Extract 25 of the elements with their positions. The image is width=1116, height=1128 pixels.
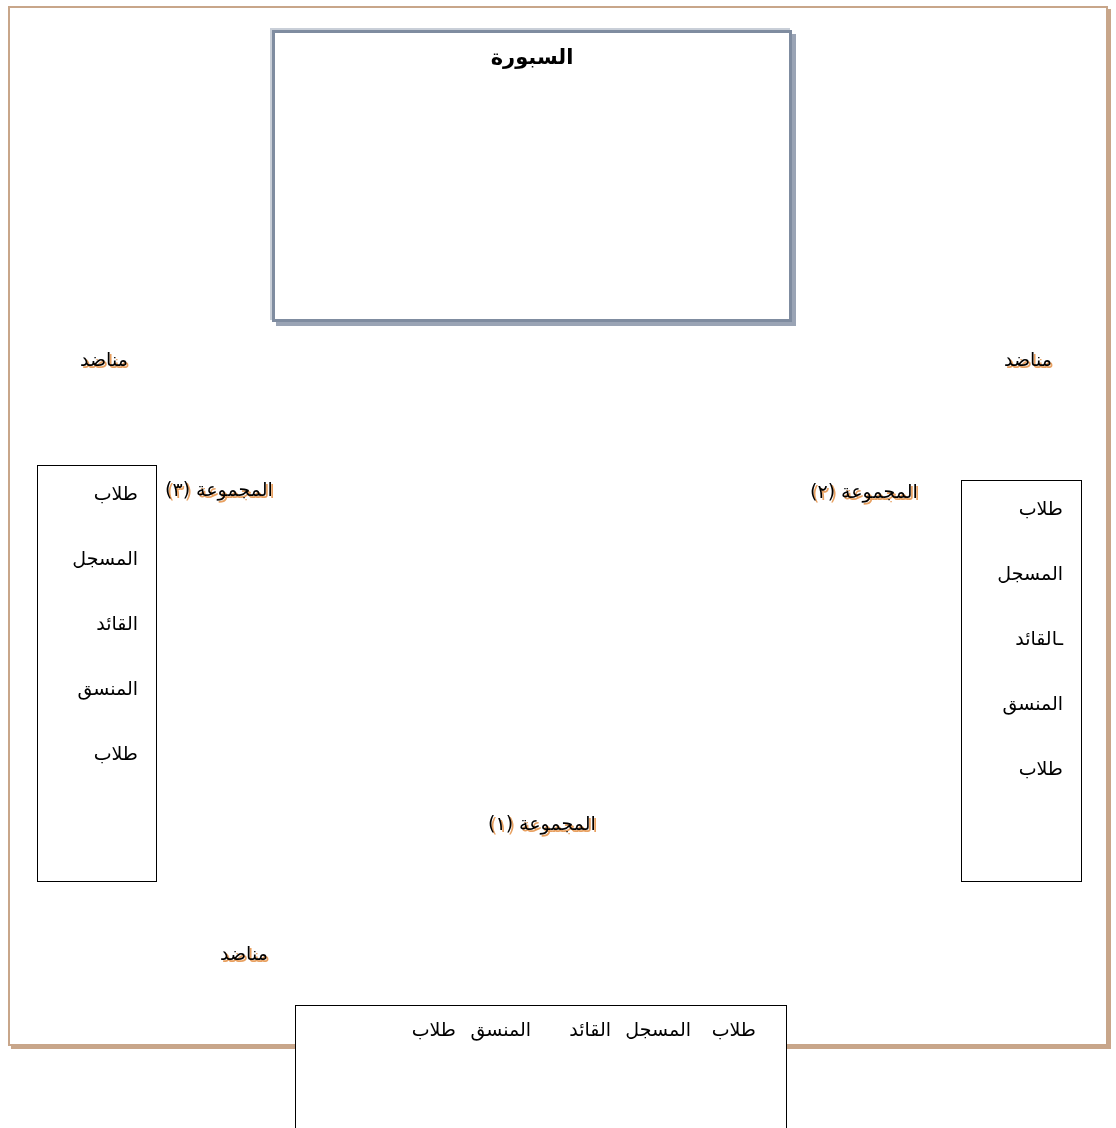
board-title: السبورة xyxy=(489,45,575,69)
student-role: المسجل xyxy=(625,1018,691,1040)
group-label: المجموعة (٢) xyxy=(810,480,918,502)
desks-label: مناضد xyxy=(220,942,268,964)
desks-label: مناضد xyxy=(1004,348,1052,370)
group-label: المجموعة (١) xyxy=(488,812,596,834)
student-role: المسجل xyxy=(72,547,138,569)
student-role: القائد xyxy=(569,1018,611,1040)
student-role: المنسق xyxy=(470,1018,531,1040)
desk-table xyxy=(37,465,157,882)
student-role: المنسق xyxy=(1002,692,1063,714)
desks-label: مناضد xyxy=(80,348,128,370)
desk-table xyxy=(295,1005,787,1128)
student-role: طلاب xyxy=(1018,497,1063,519)
desk-table xyxy=(961,480,1082,882)
student-role: المسجل xyxy=(997,562,1063,584)
group-label: المجموعة (٣) xyxy=(165,478,273,500)
student-role: طلاب xyxy=(411,1018,456,1040)
student-role: ـالقائد xyxy=(1015,627,1063,649)
student-role: المنسق xyxy=(77,677,138,699)
student-role: طلاب xyxy=(93,742,138,764)
student-role: طلاب xyxy=(711,1018,756,1040)
student-role: طلاب xyxy=(1018,757,1063,779)
student-role: القائد xyxy=(96,612,138,634)
student-role: طلاب xyxy=(93,482,138,504)
